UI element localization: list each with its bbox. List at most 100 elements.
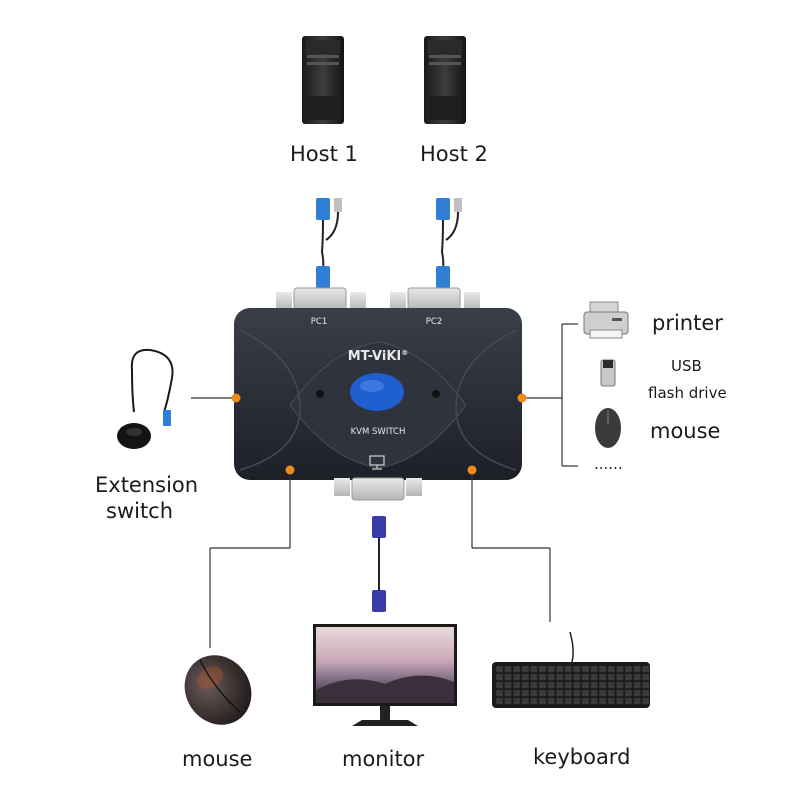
keyboard-key [521,682,529,689]
keyboard-key [590,682,598,689]
keyboard-key [642,674,650,681]
keyboard-key [556,682,564,689]
host-1-tower [302,36,344,124]
keyboard-key [582,674,589,681]
keyboard-key [633,682,641,689]
keyboard-key [530,698,538,705]
brand-logo: MT-ViKI® [348,349,409,364]
keyboard-key [582,698,589,705]
keyboard-key [496,698,503,705]
port-label-pc2: PC2 [426,317,442,327]
keyboard-key [573,682,581,689]
printer-icon [583,301,629,339]
keyboard-key [633,666,641,673]
keyboard-key [625,666,632,673]
keyboard-key [564,674,572,681]
extension-label-line1: Extension [95,473,199,497]
keyboard-key [530,690,538,697]
keyboard-key [625,674,632,681]
keyboard-key [582,690,589,697]
vga-port-pc2 [390,287,480,311]
keyboard-key [513,698,521,705]
host-1-label: Host 1 [290,142,358,166]
keyboard-key [616,698,624,705]
keyboard-key [539,698,546,705]
extension-label-line2: switch [106,499,174,523]
keyboard-key [625,698,632,705]
keyboard-key [607,682,615,689]
keyboard-key [642,690,650,697]
monitor-cable [372,516,386,612]
right-mouse-label: mouse [650,419,721,443]
keyboard-key [590,690,598,697]
keyboard-key [633,698,641,705]
keyboard-key [599,690,607,697]
keyboard-key [504,682,512,689]
bottom-mouse-icon [184,655,252,725]
vga-port-pc1 [276,287,366,311]
keyboard-key [521,674,529,681]
keyboard-key [625,682,632,689]
keyboard-key [496,682,503,689]
extension-switch-device [117,348,174,449]
keyboard-key [521,698,529,705]
keyboard-key [607,674,615,681]
keyboard-key [616,690,624,697]
keyboard-key [521,666,529,673]
keyboard-key [607,666,615,673]
keyboard-label: keyboard [533,745,631,769]
keyboard-key [633,690,641,697]
keyboard-key [599,666,607,673]
monitor-icon [313,624,457,726]
keyboard-key [642,682,650,689]
host-2-cable [436,198,462,288]
keyboard-key [633,674,641,681]
keyboard-key [539,674,546,681]
keyboard-key [521,690,529,697]
keyboard-key [599,674,607,681]
keyboard-key [530,674,538,681]
keyboard-key [547,666,555,673]
host-1-cable [316,198,342,288]
keyboard-key [564,698,572,705]
keyboard-key [539,690,546,697]
usb-label-line2: flash drive [648,384,727,402]
monitor-label: monitor [342,747,425,771]
keyboard-key [496,666,503,673]
kvm-switch-body [234,308,522,480]
usb-label-line1: USB [671,357,702,375]
keyboard-key [599,698,607,705]
keyboard-key [496,674,503,681]
keyboard-key [556,666,564,673]
keyboard-key [564,682,572,689]
vga-port-monitor [334,477,422,501]
keyboard-key [547,690,555,697]
keyboard-key [564,690,572,697]
keyboard-key [564,666,572,673]
keyboard-key [573,674,581,681]
keyboard-key [504,698,512,705]
keyboard-key [573,666,581,673]
right-mouse-icon [595,408,621,448]
port-label-pc1: PC1 [311,317,327,327]
keyboard-icon [492,631,650,708]
keyboard-key [590,674,598,681]
keyboard-key [539,682,546,689]
keyboard-key [590,666,598,673]
keyboard-key [582,666,589,673]
keyboard-key [547,674,555,681]
keyboard-key [642,698,650,705]
keyboard-key [539,666,546,673]
more-devices-ellipsis: ...... [594,455,623,473]
keyboard-key [513,674,521,681]
bottom-mouse-label: mouse [182,747,253,771]
keyboard-key [616,666,624,673]
keyboard-key [513,666,521,673]
keyboard-key [642,666,650,673]
keyboard-key [607,690,615,697]
select-button [350,373,404,411]
keyboard-key [599,682,607,689]
keyboard-key [530,682,538,689]
keyboard-key [513,682,521,689]
keyboard-key [504,674,512,681]
